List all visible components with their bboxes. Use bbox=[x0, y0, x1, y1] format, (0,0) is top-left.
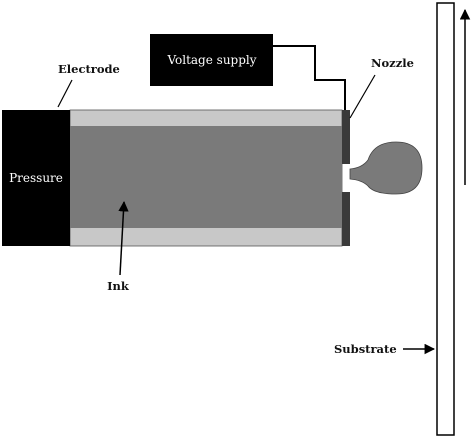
electrode-label: Electrode bbox=[58, 62, 120, 76]
nozzle-label: Nozzle bbox=[371, 56, 414, 70]
ink-pointer-arrow bbox=[118, 200, 129, 276]
nozzle-plate-top bbox=[342, 110, 350, 164]
ink-label: Ink bbox=[107, 279, 130, 293]
voltage-wire bbox=[273, 45, 346, 110]
voltage-supply-box bbox=[150, 34, 273, 86]
voltage-supply-label: Voltage supply bbox=[166, 53, 256, 67]
ink-droplet bbox=[349, 141, 423, 195]
substrate-label: Substrate bbox=[334, 342, 397, 356]
electrode-pointer bbox=[57, 79, 73, 108]
nozzle-plate-bottom bbox=[342, 192, 350, 246]
ink-fill bbox=[70, 126, 342, 228]
pressure-block bbox=[2, 110, 70, 246]
substrate-plate bbox=[436, 2, 455, 436]
pressure-label: Pressure bbox=[9, 171, 63, 185]
nozzle-pointer bbox=[349, 74, 376, 119]
